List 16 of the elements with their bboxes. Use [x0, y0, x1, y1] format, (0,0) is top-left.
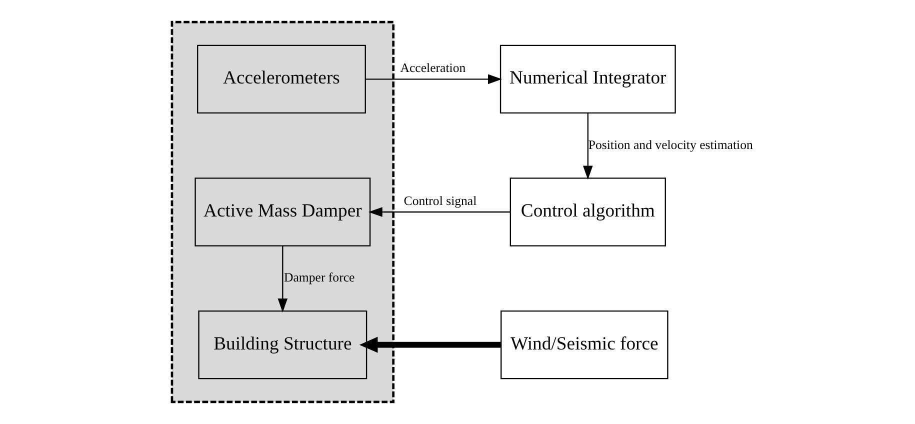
arrow: [277, 246, 288, 312]
arrow: [582, 113, 592, 180]
arrow: [365, 74, 502, 84]
node-box: Accelerometers: [196, 44, 366, 114]
node-box: Active Mass Damper: [194, 178, 370, 246]
cluster: [170, 20, 394, 404]
arrow: [368, 207, 510, 217]
edge-label: Control signal: [403, 194, 476, 208]
arrow: [358, 336, 501, 353]
node-box: Wind/Seismic force: [500, 310, 668, 380]
edge-label: Position and velocity estimation: [588, 138, 752, 152]
node-box: Control algorithm: [509, 178, 666, 246]
edge-label: Damper force: [284, 270, 354, 285]
node-box: Building Structure: [198, 310, 367, 380]
edge-label: Acceleration: [400, 60, 466, 75]
node-box: Numerical Integrator: [499, 44, 676, 114]
